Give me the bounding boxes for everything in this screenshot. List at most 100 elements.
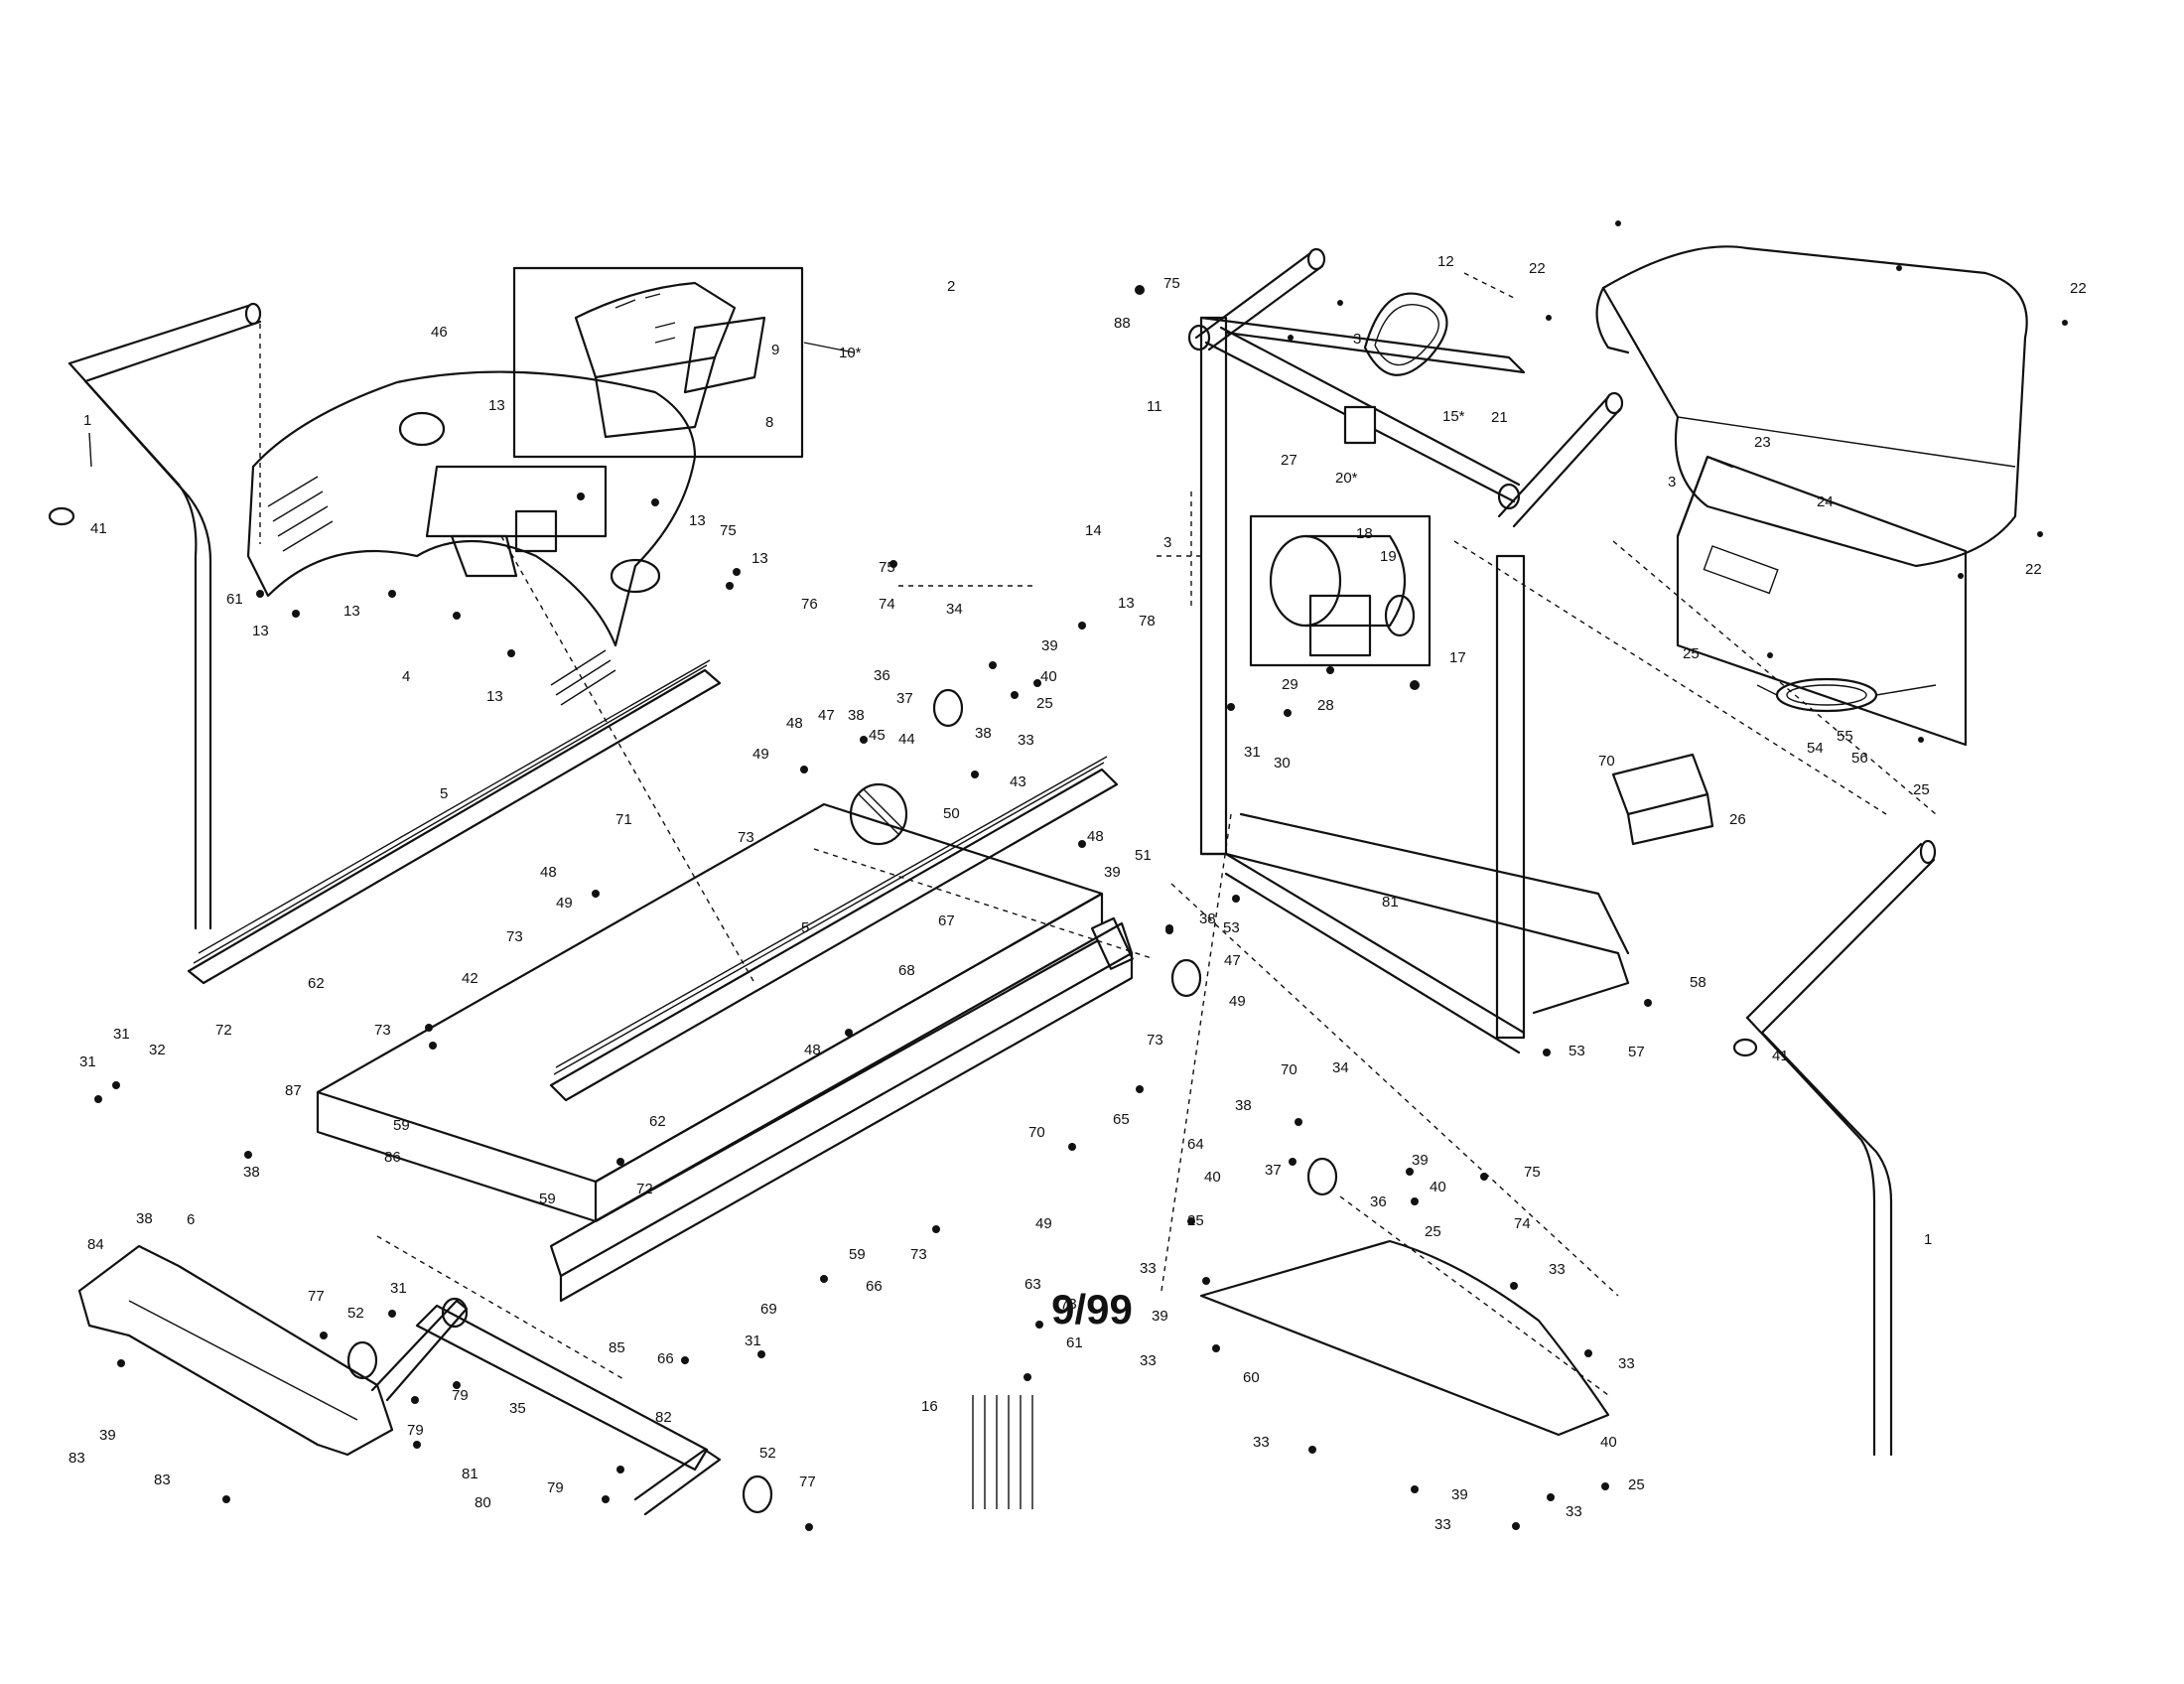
callout-59a: 59 bbox=[393, 1117, 410, 1134]
callout-29: 29 bbox=[1282, 676, 1298, 693]
callout-4: 4 bbox=[402, 668, 410, 685]
front-roller-part bbox=[849, 782, 908, 846]
callout-67: 67 bbox=[938, 912, 955, 929]
callout-40b: 40 bbox=[1430, 1179, 1446, 1195]
callout-39c: 39 bbox=[1412, 1152, 1429, 1169]
callout-31b: 31 bbox=[113, 1026, 130, 1043]
callout-11: 11 bbox=[1147, 398, 1162, 415]
callout-77a: 77 bbox=[308, 1288, 325, 1305]
callout-54: 54 bbox=[1807, 740, 1824, 757]
callout-62a: 62 bbox=[308, 975, 325, 992]
callout-75a: 75 bbox=[1163, 275, 1180, 292]
walking-deck-part bbox=[316, 802, 1134, 1223]
callout-73c: 73 bbox=[374, 1022, 391, 1039]
motor-inset bbox=[1249, 514, 1432, 667]
callout-80: 80 bbox=[475, 1494, 491, 1511]
callout-12: 12 bbox=[1437, 253, 1454, 270]
callout-39f: 39 bbox=[99, 1427, 116, 1444]
callout-69: 69 bbox=[760, 1301, 777, 1318]
callout-22c: 22 bbox=[2025, 561, 2042, 578]
callout-33e: 33 bbox=[1618, 1355, 1635, 1372]
callout-25b: 25 bbox=[1913, 781, 1930, 798]
callout-48b: 48 bbox=[540, 864, 557, 881]
callout-81a: 81 bbox=[1382, 894, 1399, 911]
callout-33a: 33 bbox=[1018, 732, 1034, 749]
rear-foot-part bbox=[77, 1244, 394, 1457]
callout-73a: 73 bbox=[738, 829, 754, 846]
callout-39e: 39 bbox=[1451, 1486, 1468, 1503]
callout-45: 45 bbox=[869, 727, 886, 744]
callout-36b: 36 bbox=[1370, 1193, 1387, 1210]
callout-13d: 13 bbox=[343, 603, 360, 620]
callout-72a: 72 bbox=[215, 1022, 232, 1039]
callout-41b: 41 bbox=[1772, 1048, 1789, 1064]
callout-33b: 33 bbox=[1140, 1260, 1157, 1277]
callout-33h: 33 bbox=[1434, 1516, 1451, 1533]
incline-motor-part bbox=[1611, 753, 1714, 846]
callout-37a: 37 bbox=[896, 690, 913, 707]
callout-31c: 31 bbox=[79, 1053, 96, 1070]
upright-tops bbox=[1194, 247, 1624, 528]
callout-32: 32 bbox=[149, 1042, 166, 1058]
callout-26: 26 bbox=[1729, 811, 1746, 828]
callout-70b: 70 bbox=[1281, 1061, 1297, 1078]
callout-68: 68 bbox=[898, 962, 915, 979]
callout-43: 43 bbox=[1010, 773, 1026, 790]
callout-65: 65 bbox=[1113, 1111, 1130, 1128]
callout-18: 18 bbox=[1356, 525, 1373, 542]
crossbar-part bbox=[1187, 324, 1521, 510]
callout-52a: 52 bbox=[347, 1305, 364, 1322]
callout-75c: 75 bbox=[879, 559, 895, 576]
callout-70c: 70 bbox=[1028, 1124, 1045, 1141]
callout-17: 17 bbox=[1449, 649, 1466, 666]
callout-25d: 25 bbox=[1425, 1223, 1441, 1240]
callout-40a: 40 bbox=[1040, 668, 1057, 685]
console-electronics-box bbox=[512, 266, 804, 459]
callout-56: 56 bbox=[1851, 750, 1868, 767]
callout-16: 16 bbox=[921, 1398, 938, 1415]
callout-13c: 13 bbox=[751, 550, 768, 567]
callout-13f: 13 bbox=[486, 688, 503, 705]
callout-47b: 47 bbox=[1224, 952, 1241, 969]
callout-49a: 49 bbox=[752, 746, 769, 763]
callout-76: 76 bbox=[801, 596, 818, 613]
callout-73f: 73 bbox=[1060, 1296, 1077, 1313]
callout-71: 71 bbox=[615, 811, 632, 828]
callout-19: 19 bbox=[1380, 548, 1397, 565]
callout-33c: 33 bbox=[1549, 1261, 1566, 1278]
callout-73b: 73 bbox=[506, 928, 523, 945]
callout-79b: 79 bbox=[407, 1422, 424, 1439]
callout-75d: 75 bbox=[1524, 1164, 1541, 1181]
callout-31a: 31 bbox=[1244, 744, 1261, 761]
callout-10: 10* bbox=[839, 345, 862, 361]
callout-2: 2 bbox=[947, 278, 955, 295]
motor-hood-part bbox=[1595, 245, 2028, 568]
callout-55: 55 bbox=[1837, 728, 1853, 745]
right-side-rail bbox=[549, 756, 1119, 1102]
left-side-rail bbox=[187, 659, 722, 985]
callout-40c: 40 bbox=[1204, 1169, 1221, 1186]
callout-39d: 39 bbox=[1152, 1308, 1168, 1325]
callout-31d: 31 bbox=[390, 1280, 407, 1297]
callout-38c: 38 bbox=[1199, 911, 1216, 927]
frame-rail-part bbox=[549, 921, 1134, 1303]
callout-33d: 33 bbox=[1140, 1352, 1157, 1369]
callout-81b: 81 bbox=[462, 1466, 478, 1482]
motor-bracket-part bbox=[1676, 455, 1968, 747]
rear-stabilizer-part bbox=[370, 1297, 722, 1516]
callout-33f: 33 bbox=[1253, 1434, 1270, 1451]
console-part bbox=[246, 370, 697, 706]
callout-27: 27 bbox=[1281, 452, 1297, 469]
callout-79c: 79 bbox=[547, 1479, 564, 1496]
callout-41a: 41 bbox=[90, 520, 107, 537]
callout-9: 9 bbox=[771, 342, 779, 358]
callout-60: 60 bbox=[1243, 1369, 1260, 1386]
callout-82: 82 bbox=[655, 1409, 672, 1426]
callout-74a: 74 bbox=[879, 596, 895, 613]
callout-31e: 31 bbox=[745, 1333, 761, 1349]
callout-66a: 66 bbox=[866, 1278, 883, 1295]
callout-28: 28 bbox=[1317, 697, 1334, 714]
callout-58: 58 bbox=[1690, 974, 1706, 991]
callout-14: 14 bbox=[1085, 522, 1102, 539]
